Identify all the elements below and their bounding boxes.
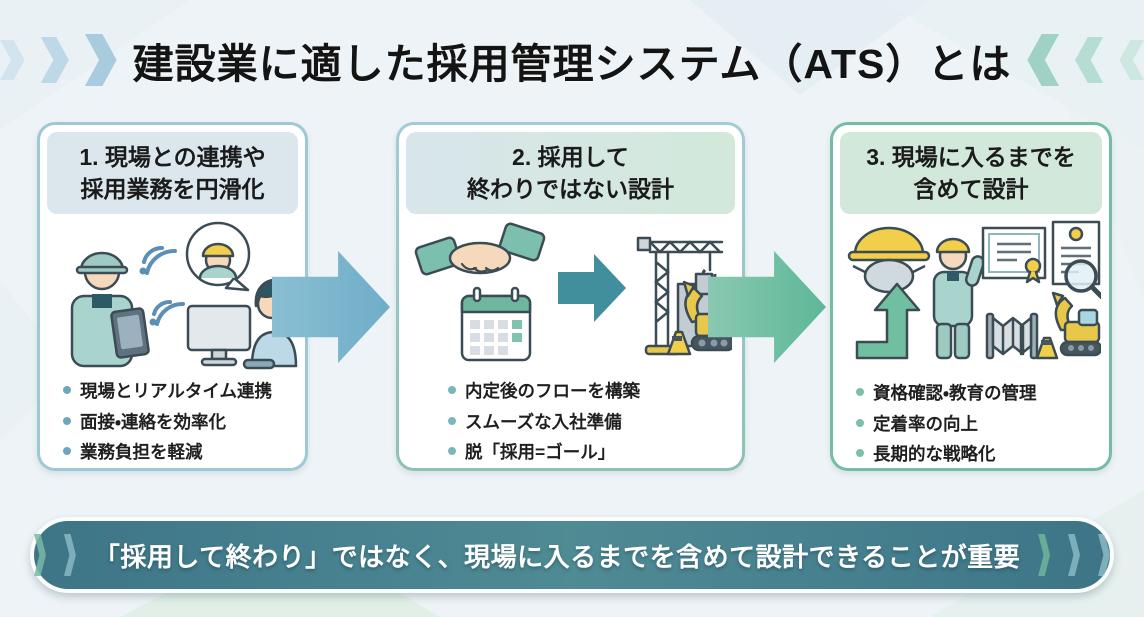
bullet-item: 面接・連絡を効率化	[63, 410, 288, 435]
bullet-item: 長期的な戦略化	[856, 442, 1092, 467]
card-heading: 3. 現場に入るまでを 含めて設計	[840, 132, 1102, 215]
helmet-and-mask-icon	[847, 227, 931, 294]
video-call-worker-icon	[185, 222, 250, 292]
bullet-dot	[448, 416, 456, 425]
bullet-text: 業務負担を軽減	[80, 442, 203, 463]
bullet-list: 内定後のフローを構築 スムーズな入社準備 脱「採用=ゴール」	[406, 372, 735, 482]
bullet-dot	[63, 386, 71, 395]
bullet-list: 資格確認・教育の管理 定着率の向上 長期的な戦略化	[840, 374, 1102, 484]
bullet-dot	[63, 447, 71, 456]
wifi-signal-icon	[139, 246, 185, 327]
bullet-dot	[856, 388, 864, 397]
bullet-text: 脱「採用=ゴール」	[465, 442, 616, 463]
bullet-dot	[856, 418, 864, 427]
worker-tablet-communication-illustration	[70, 222, 297, 370]
growth-arrow-icon	[855, 283, 921, 360]
card-body: 1. 現場との連携や 採用業務を円滑化	[40, 125, 305, 468]
title-row: 建設業に適した採用管理システム（ATS）とは	[0, 30, 1144, 90]
card-illustration	[47, 214, 298, 372]
card-illustration	[406, 214, 735, 372]
title-chevron-right-icon	[40, 37, 69, 83]
bullet-item: 定着率の向上	[856, 412, 1092, 437]
bullet-item: 現場とリアルタイム連携	[63, 379, 288, 404]
bullet-dot	[856, 449, 864, 458]
bullet-item: 内定後のフローを構築	[448, 379, 725, 404]
banner-chevron-right-icon	[63, 534, 76, 576]
banner-chevron-right-icon	[1098, 534, 1110, 576]
key-message-banner: 「採用して終わり」ではなく、現場に入るまでを含めて設計できることが重要	[30, 517, 1114, 593]
title-chevron-right-icon	[84, 34, 117, 86]
bullet-text: 現場とリアルタイム連携	[80, 381, 272, 402]
card-illustration	[840, 214, 1102, 374]
bullet-dot	[448, 447, 456, 456]
qualification-retention-illustration	[847, 221, 1101, 360]
bullet-item: 業務負担を軽減	[63, 440, 288, 465]
banner-chevron-right-icon	[1068, 534, 1081, 576]
barrier-excavator-icon	[985, 292, 1101, 360]
title-chevron-left-icon	[1119, 40, 1144, 80]
bullet-text: 面接・連絡を効率化	[80, 411, 226, 432]
title-chevron-left-icon	[1027, 34, 1060, 86]
bullet-text: 資格確認・教育の管理	[873, 383, 1037, 404]
bullet-dot	[63, 416, 71, 425]
bullet-text: 長期的な戦略化	[873, 444, 996, 465]
card-site-coordination: 1. 現場との連携や 採用業務を円滑化	[37, 122, 308, 471]
key-message-text: 「採用して終わり」ではなく、現場に入るまでを含めて設計できることが重要	[93, 541, 1021, 572]
bullet-dot	[448, 386, 456, 395]
bullet-text: スムーズな入社準備	[465, 411, 622, 432]
key-message-banner-inner: 「採用して終わり」ではなく、現場に入るまでを含めて設計できることが重要	[34, 521, 1110, 589]
page-title: 建設業に適した採用管理システム（ATS）とは	[132, 41, 1012, 87]
card-body: 3. 現場に入るまでを 含めて設計	[833, 125, 1109, 468]
card-heading: 2. 採用して 終わりではない設計	[406, 132, 735, 215]
worker-with-tablet-icon	[70, 252, 150, 368]
certificates-magnifier-icon	[981, 221, 1101, 300]
card-body: 2. 採用して 終わりではない設計	[399, 125, 742, 468]
card-heading: 1. 現場との連携や 採用業務を円滑化	[47, 132, 298, 215]
handshake-icon	[414, 222, 545, 276]
hiring-to-site-flow-illustration	[414, 222, 732, 362]
title-chevron-right-icon	[0, 40, 25, 80]
title-chevron-left-icon	[1075, 37, 1104, 83]
worker-icon	[932, 238, 986, 360]
banner-chevron-right-icon	[34, 534, 46, 576]
calendar-icon	[460, 287, 531, 362]
banner-chevron-right-icon	[1038, 534, 1051, 576]
bullet-item: 資格確認・教育の管理	[856, 381, 1092, 406]
bullet-item: 脱「採用=ゴール」	[448, 440, 725, 465]
card-post-hiring-design: 2. 採用して 終わりではない設計	[396, 122, 745, 471]
flow-arrow-icon	[557, 254, 626, 323]
bullet-item: スムーズな入社準備	[448, 410, 725, 435]
bullet-text: 内定後のフローを構築	[465, 381, 640, 402]
bullet-list: 現場とリアルタイム連携 面接・連絡を効率化 業務負担を軽減	[47, 372, 298, 482]
card-until-site-entry: 3. 現場に入るまでを 含めて設計	[830, 122, 1112, 471]
bullet-text: 定着率の向上	[873, 413, 978, 434]
